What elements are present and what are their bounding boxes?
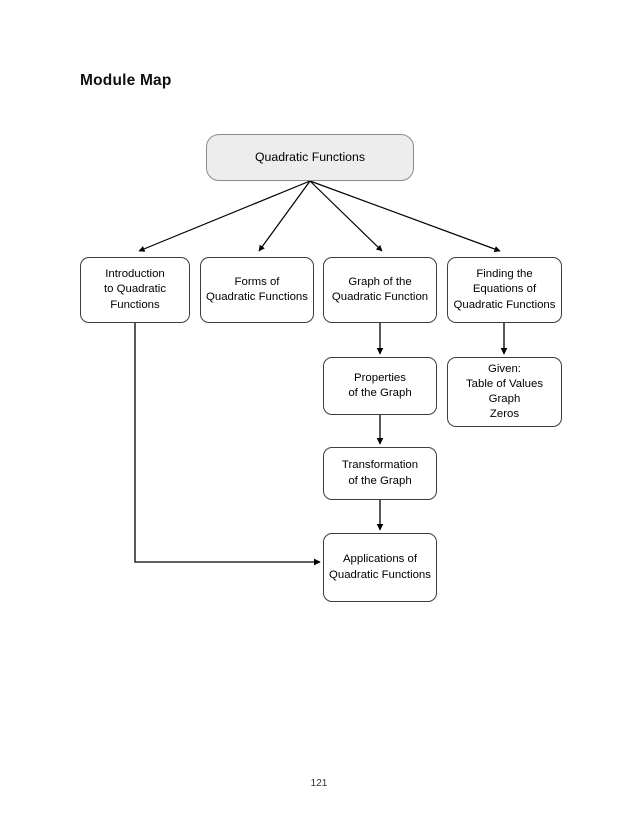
node-introduction-to-quadratic-functions[interactable]: Introduction to Quadratic Functions [80, 257, 190, 323]
edge-intro-to-applications [134, 323, 321, 566]
edge-root-to-graph [309, 180, 383, 252]
edge-root-to-finding [309, 180, 501, 252]
page-number: 121 [310, 778, 328, 789]
page-title: Module Map [80, 72, 172, 89]
node-finding-the-equations-of-quadratic-functions[interactable]: Finding the Equations of Quadratic Funct… [447, 257, 562, 323]
node-quadratic-functions[interactable]: Quadratic Functions [206, 134, 414, 181]
node-forms-of-quadratic-functions[interactable]: Forms of Quadratic Functions [200, 257, 314, 323]
node-graph-of-the-quadratic-function[interactable]: Graph of the Quadratic Function [323, 257, 437, 323]
node-transformation-of-the-graph[interactable]: Transformation of the Graph [323, 447, 437, 500]
node-properties-of-the-graph[interactable]: Properties of the Graph [323, 357, 437, 415]
module-map-diagram: Quadratic Functions Introduction to Quad… [80, 134, 562, 602]
edge-root-to-forms [258, 180, 311, 252]
node-applications-of-quadratic-functions[interactable]: Applications of Quadratic Functions [323, 533, 437, 602]
node-given-table-of-values-graph-zeros[interactable]: Given: Table of Values Graph Zeros [447, 357, 562, 427]
edge-root-to-intro [138, 180, 311, 252]
diagram-edges [134, 180, 508, 566]
